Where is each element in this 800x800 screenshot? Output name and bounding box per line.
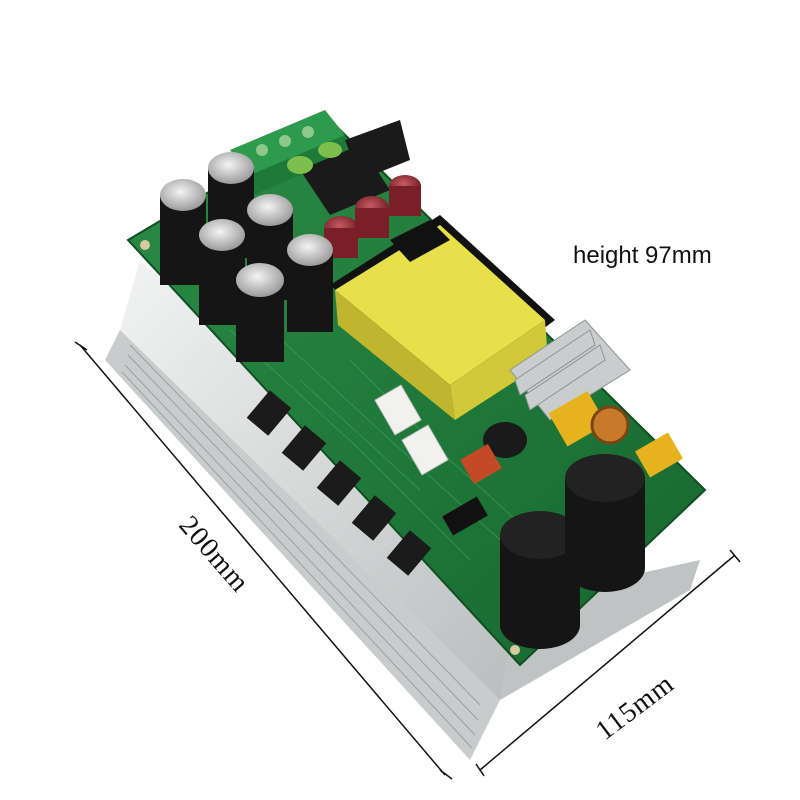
ic-chip xyxy=(442,496,488,536)
power-section xyxy=(460,391,683,485)
heatsink xyxy=(105,260,700,760)
regulator-heatsink xyxy=(509,319,631,421)
filter-capacitors xyxy=(160,152,333,362)
height-dimension-label: height 97mm xyxy=(573,242,712,269)
power-transistors xyxy=(246,390,432,576)
bulk-capacitors xyxy=(500,454,645,649)
small-capacitors xyxy=(287,142,421,258)
transformer xyxy=(330,215,555,420)
relays xyxy=(374,384,449,476)
dimension-lines xyxy=(74,341,741,780)
